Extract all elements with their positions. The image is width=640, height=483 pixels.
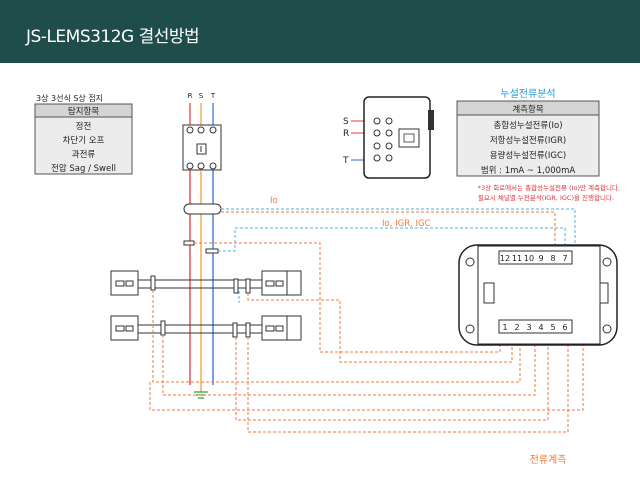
left-table-row: 전압 Sag / Swell — [51, 163, 116, 174]
right-table-row: 저항성누설전류(IGR) — [490, 135, 566, 146]
right-table-header: 계측항목 — [512, 104, 543, 115]
device-terminal-s: S — [343, 117, 349, 127]
left-table-row: 과전류 — [72, 149, 96, 160]
left-table-header: 탐지항목 — [68, 106, 99, 117]
terminal-label: 12 — [500, 254, 510, 263]
terminal-label: 8 — [550, 254, 555, 263]
terminal-label: 2 — [514, 323, 519, 332]
signal-wires — [149, 208, 584, 433]
left-table-row: 정전 — [76, 121, 92, 132]
phase-label-t: T — [210, 92, 216, 100]
load-branch-upper — [110, 270, 302, 296]
terminal-label: 1 — [502, 323, 507, 332]
page-title: JS-LEMS312G 결선방법 — [26, 27, 200, 47]
terminal-label: 9 — [538, 254, 543, 263]
terminal-label: 6 — [562, 323, 567, 332]
phase-label-s: S — [199, 92, 204, 100]
terminal-label: 10 — [524, 254, 534, 263]
wire-label-io: Io — [270, 196, 278, 206]
device-terminal-r: R — [343, 129, 349, 139]
right-table: 계측항목 총합성누설전류(Io) 저항성누설전류(IGR) 용량성누설전류(IG… — [456, 100, 600, 177]
left-table: 탐지항목 정전 차단기 오프 과전류 전압 Sag / Swell — [34, 103, 133, 175]
note-line-2: 필요시 채널별 누전분석(IGR, IGC)을 진행합니다. — [478, 193, 614, 202]
circuit-breaker: R S T — [182, 92, 222, 171]
ct-clamp — [205, 248, 219, 254]
left-table-row: 차단기 오프 — [63, 135, 105, 146]
note-line-1: *3상 회로에서는 총합성누설전류 (Io)만 계측합니다. — [478, 183, 620, 192]
right-table-row: 범위 : 1mA ~ 1,000mA — [481, 165, 576, 176]
ct-clamp — [183, 240, 195, 246]
zct-sensor-io — [183, 203, 222, 215]
phase-label-r: R — [188, 92, 193, 100]
terminal-label: 3 — [526, 323, 531, 332]
terminal-label: 11 — [512, 254, 522, 263]
load-branch-lower — [110, 315, 302, 341]
device-front-view: S R T — [342, 96, 434, 179]
terminal-label: 5 — [550, 323, 555, 332]
phase-lines — [189, 170, 214, 392]
terminal-label: 4 — [538, 323, 543, 332]
left-table-caption: 3상 3선식 S상 접지 — [36, 93, 103, 103]
meter-device — [458, 244, 618, 346]
device-terminal-t: T — [342, 156, 349, 166]
right-table-row: 총합성누설전류(Io) — [493, 120, 562, 131]
right-table-caption: 누설전류분석 — [500, 88, 555, 100]
footer-label: 전류계측 — [530, 454, 567, 466]
page-header: JS-LEMS312G 결선방법 — [0, 0, 640, 63]
wire-label-io-igr-igc: Io, IGR, IGC — [382, 219, 431, 229]
terminal-block-bottom: 1 2 3 4 5 6 — [502, 323, 567, 332]
terminal-block-top: 12 11 10 9 8 7 — [500, 254, 568, 263]
right-table-row: 용량성누설전류(IGC) — [490, 150, 566, 161]
terminal-label: 7 — [562, 254, 567, 263]
